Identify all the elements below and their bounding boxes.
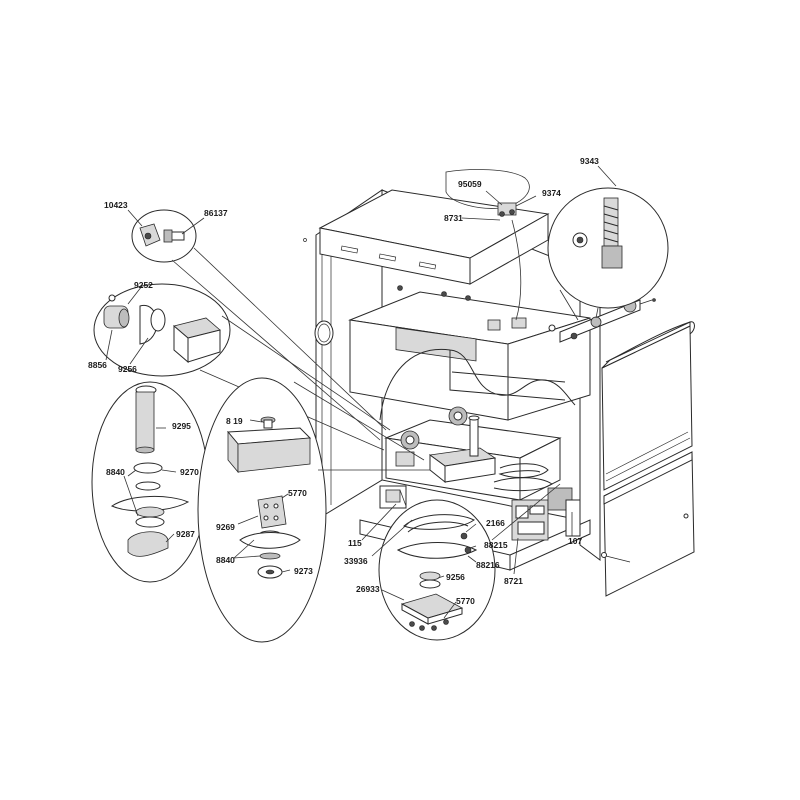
callout-9256-lower: 9256	[446, 572, 465, 582]
callout-9252: 9252	[134, 280, 153, 290]
front-door-panels	[601, 321, 695, 597]
callout-9343: 9343	[580, 156, 599, 166]
valve-body	[395, 451, 415, 467]
leader-115	[361, 503, 397, 541]
gasket-8840	[239, 532, 301, 549]
thermostat-detail	[445, 169, 537, 321]
control-clip	[487, 319, 501, 331]
callout-10423: 10423	[104, 200, 128, 210]
callout-9256: 9256	[118, 364, 137, 374]
gasket-9252	[118, 308, 130, 328]
callout-8721: 8721	[504, 576, 523, 586]
detail-circle-9252	[93, 283, 391, 451]
callout-9287: 9287	[176, 529, 195, 539]
detail-oval-9269	[197, 377, 430, 643]
panel-screw	[601, 552, 607, 558]
callout-107: 107	[568, 536, 582, 546]
callout-9273: 9273	[294, 566, 313, 576]
callout-86137: 86137	[204, 208, 228, 218]
ring-9270	[133, 462, 163, 474]
detail-circle-10423	[127, 209, 387, 441]
callout-2166: 2166	[486, 518, 505, 528]
detail-circle-9343	[547, 165, 669, 321]
callout-115: 115	[348, 538, 362, 548]
bracket-5770	[257, 495, 287, 529]
callout-819: 8 19	[226, 416, 243, 426]
heating-coil	[498, 463, 549, 478]
sensor-housing	[601, 245, 623, 269]
leader-9343	[597, 165, 617, 187]
boiler-cabinet	[303, 189, 656, 571]
cutaway-outline	[379, 348, 576, 421]
callout-8856: 8856	[88, 360, 107, 370]
callout-8731: 8731	[444, 213, 463, 223]
gasket-88215	[396, 542, 478, 559]
callout-9295: 9295	[172, 421, 191, 431]
pipe-9295	[135, 391, 155, 451]
gas-valve-107	[565, 499, 581, 537]
leader-8721	[513, 537, 519, 575]
leader-33936	[371, 519, 413, 557]
callout-8840: 8840	[106, 467, 125, 477]
callout-5770-lower: 5770	[456, 596, 475, 606]
callout-33936: 33936	[344, 556, 368, 566]
callout-9269: 9269	[216, 522, 235, 532]
control-knob-left	[590, 316, 602, 328]
callout-labels: 95059 9374 8731 9343 10423 86137 9252 88…	[88, 156, 599, 606]
callout-9270: 9270	[180, 467, 199, 477]
detail-oval-2166	[378, 483, 561, 641]
callout-88216: 88216	[476, 560, 500, 570]
control-bracket	[395, 327, 477, 362]
detail-oval-9295	[91, 381, 209, 583]
callout-95059: 95059	[458, 179, 482, 189]
callout-88215: 88215	[484, 540, 508, 550]
callout-9374: 9374	[542, 188, 561, 198]
callout-8840-lower: 8840	[216, 555, 235, 565]
callout-5770: 5770	[288, 488, 307, 498]
riser-pipe	[469, 417, 479, 457]
detail-highlight-outline	[445, 169, 530, 209]
junction-box	[237, 437, 311, 473]
callout-26933: 26933	[356, 584, 380, 594]
elbow-9287	[127, 531, 169, 557]
burner-coil	[403, 514, 475, 530]
